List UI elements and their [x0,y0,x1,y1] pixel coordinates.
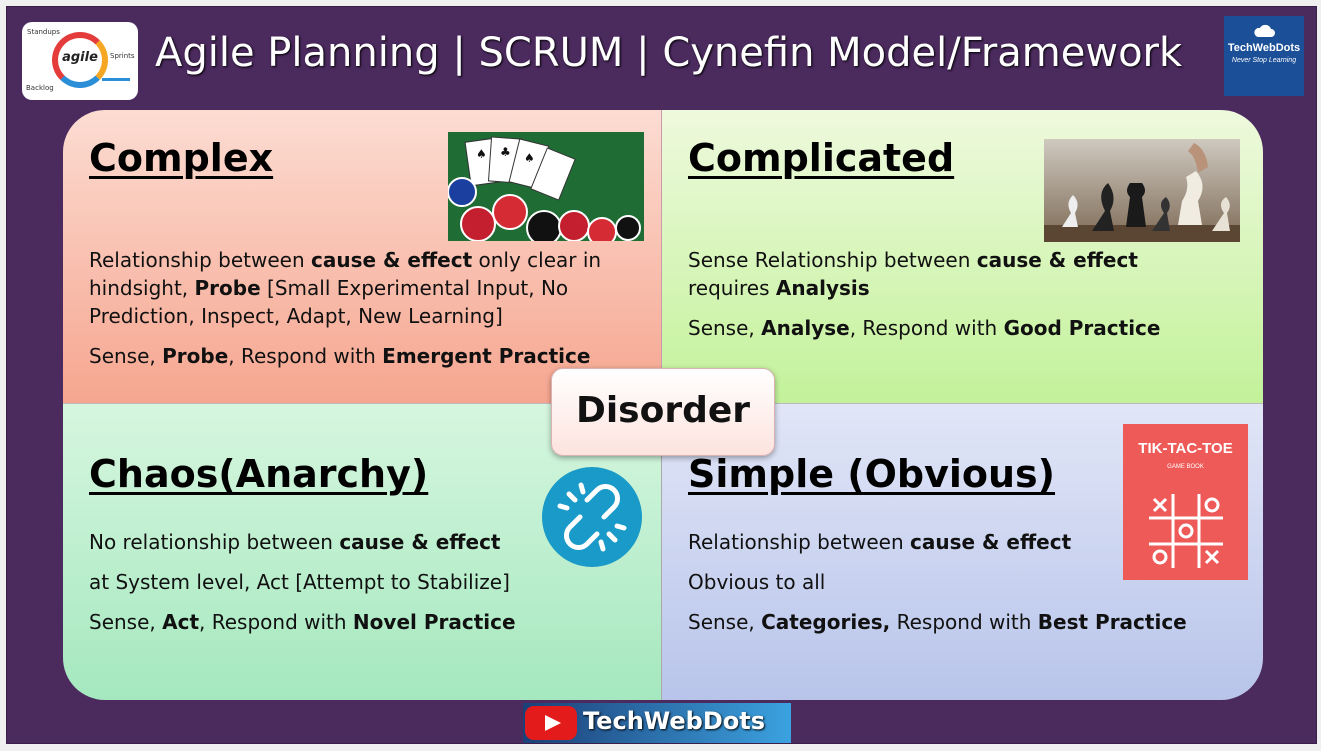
footer-brand[interactable]: TechWebDots [523,703,791,743]
text-line: at System level, Act [Attempt to Stabili… [89,562,516,602]
quadrant-complicated-title: Complicated [688,136,955,180]
quadrant-simple-title: Simple (Obvious) [688,452,1056,496]
text-segment: Relationship between [89,248,311,272]
emphasis-text: Novel Practice [352,610,516,634]
text-segment: only clear in [472,248,602,272]
emphasis-text: Best Practice [1037,610,1187,634]
quadrant-complex-description: Relationship between cause & effect only… [89,246,601,370]
text-line: Relationship between cause & effect [688,522,1187,562]
svg-text:♠: ♠ [476,147,487,161]
text-line: Prediction, Inspect, Adapt, New Learning… [89,302,601,330]
disorder-label: Disorder [551,368,775,456]
arrow-icon [102,78,130,81]
cynefin-matrix: Complex ♠ ♣ ♠ [63,110,1263,700]
play-icon [545,715,561,731]
text-line: Sense, Analyse, Respond with Good Practi… [688,314,1160,342]
text-line: requires Analysis [688,274,1160,302]
quadrant-complex: Complex ♠ ♣ ♠ [63,110,662,404]
text-segment: , Respond with [228,344,383,368]
emphasis-text: Good Practice [1003,316,1161,340]
text-line: Relationship between cause & effect only… [89,246,601,274]
book-title: TIK-TAC-TOE [1138,440,1233,457]
emphasis-text: Categories, [761,610,891,634]
page-title: Agile Planning | SCRUM | Cynefin Model/F… [155,30,1183,76]
chess-icon [1044,139,1240,242]
text-segment: hindsight, [89,276,195,300]
logo-label-standups: Standups [27,28,60,36]
svg-text:♣: ♣ [500,145,511,159]
text-segment: Sense Relationship between [688,248,977,272]
agile-cycle-icon [52,32,108,88]
text-line: No relationship between cause & effect [89,522,516,562]
emphasis-text: Probe [162,344,229,368]
text-segment: No relationship between [89,530,340,554]
text-line: Sense Relationship between cause & effec… [688,246,1160,274]
text-line: hindsight, Probe [Small Experimental Inp… [89,274,601,302]
text-segment: Sense, [688,610,762,634]
text-segment: Sense, [688,316,762,340]
quadrant-complex-title: Complex [89,136,274,180]
text-line: Sense, Categories, Respond with Best Pra… [688,602,1187,642]
emphasis-text: Emergent Practice [382,344,591,368]
text-segment: Prediction, Inspect, Adapt, New Learning… [89,304,503,328]
text-segment: requires [688,276,776,300]
agile-logo: Standups Sprints Backlog agile [22,22,138,100]
logo-label-backlog: Backlog [26,84,54,92]
text-segment: , Respond with [199,610,353,634]
emphasis-text: Act [162,610,200,634]
text-segment: , Respond with [849,316,1004,340]
emphasis-text: cause & effect [909,530,1072,554]
tic-tac-toe-icon: TIK-TAC-TOE GAME BOOK [1123,424,1248,580]
text-segment: Relationship between [688,530,910,554]
footer-brand-text: TechWebDots [583,707,766,735]
broken-link-icon [541,466,643,568]
quadrant-chaos-title: Chaos(Anarchy) [89,452,429,496]
emphasis-text: cause & effect [976,248,1138,272]
book-subtitle: GAME BOOK [1167,464,1204,470]
text-line: Obvious to all [688,562,1187,602]
text-segment: Respond with [890,610,1038,634]
quadrant-chaos: Chaos(Anarchy) No relationship between c… [63,404,662,700]
logo-center-text: agile [62,50,98,65]
brand-logo-tagline: Never Stop Learning [1231,57,1297,64]
quadrant-complicated: Complicated Sense Relationship between c… [662,110,1263,404]
youtube-icon [525,706,577,740]
emphasis-text: cause & effect [310,248,473,272]
quadrant-complicated-description: Sense Relationship between cause & effec… [688,246,1160,342]
cloud-icon [1254,24,1275,37]
text-segment: Sense, [89,610,163,634]
quadrant-simple-description: Relationship between cause & effect Obvi… [688,522,1187,642]
logo-label-sprints: Sprints [110,52,135,60]
brand-logo: TechWebDots Never Stop Learning [1224,16,1304,96]
brand-logo-name: TechWebDots [1227,42,1301,54]
text-segment: at System level, Act [Attempt to Stabili… [89,570,510,594]
emphasis-text: cause & effect [339,530,501,554]
text-line: Sense, Probe, Respond with Emergent Prac… [89,342,601,370]
casino-chips-icon: ♠ ♣ ♠ [448,132,644,241]
text-line: Sense, Act, Respond with Novel Practice [89,602,516,642]
emphasis-text: Probe [194,276,261,300]
emphasis-text: Analyse [761,316,850,340]
text-segment: Obvious to all [688,570,826,594]
quadrant-chaos-description: No relationship between cause & effect a… [89,522,516,642]
text-segment: Sense, [89,344,163,368]
text-segment: [Small Experimental Input, No [260,276,569,300]
emphasis-text: Analysis [775,276,870,300]
svg-text:♠: ♠ [524,151,535,165]
